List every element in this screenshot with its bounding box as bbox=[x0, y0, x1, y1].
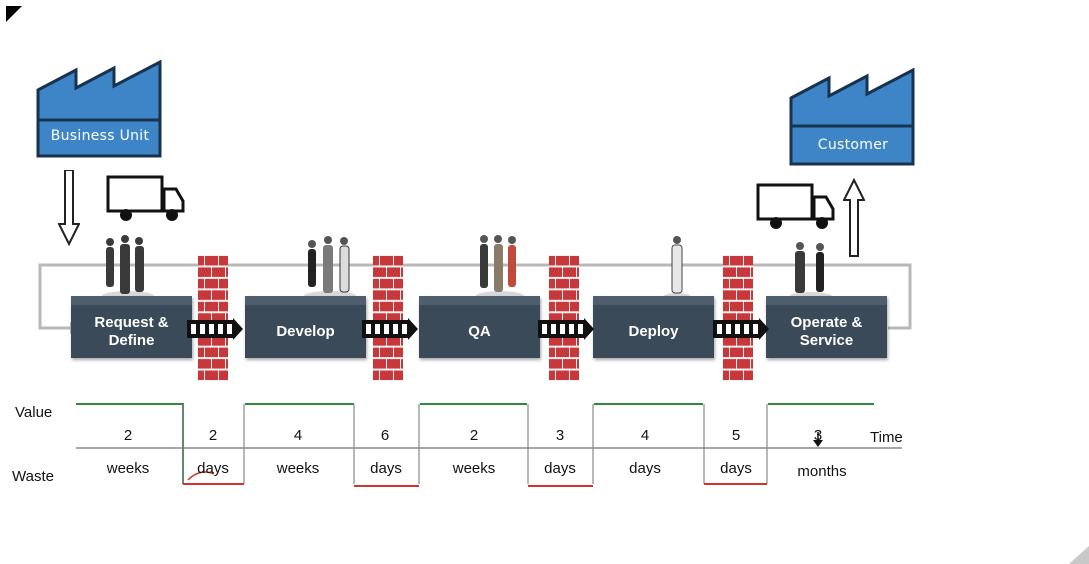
up-arrow-icon bbox=[843, 178, 865, 257]
process-step-request-define: Request &Define bbox=[71, 296, 192, 358]
truck-icon bbox=[106, 175, 185, 221]
step-label-line1: Develop bbox=[276, 322, 335, 340]
timeline-unit: weeks bbox=[276, 460, 320, 477]
person-icon bbox=[663, 236, 691, 301]
timeline-number: 2 bbox=[123, 427, 133, 444]
timeline-unit: months bbox=[797, 463, 847, 480]
timeline-unit: days bbox=[370, 460, 402, 477]
step-label-line1: QA bbox=[468, 322, 491, 340]
timeline-unit: weeks bbox=[452, 460, 496, 477]
handoff-arrow-icon bbox=[362, 318, 418, 340]
people-group-icon bbox=[102, 235, 154, 301]
factory-icon bbox=[789, 68, 915, 166]
brick-wall-icon bbox=[198, 255, 228, 381]
down-arrow-icon bbox=[58, 170, 80, 246]
brick-wall-icon bbox=[373, 255, 403, 381]
people-group-icon bbox=[789, 242, 833, 302]
timeline-unit: days bbox=[720, 460, 752, 477]
process-step-operate-service: Operate &Service bbox=[766, 296, 887, 358]
corner-marker-icon bbox=[6, 6, 22, 22]
timeline-number: 4 bbox=[293, 427, 303, 444]
handoff-arrow-icon bbox=[538, 318, 594, 340]
timeline-unit: days bbox=[197, 460, 229, 477]
business-unit-factory: Business Unit bbox=[36, 60, 164, 158]
customer-label: Customer bbox=[817, 137, 889, 153]
timeline-unit: days bbox=[629, 460, 661, 477]
step-label-line1: Deploy bbox=[628, 322, 679, 340]
process-step-develop: Develop bbox=[245, 296, 366, 358]
customer-factory: Customer bbox=[789, 68, 917, 166]
timeline-number: 2 bbox=[469, 427, 479, 444]
process-step-deploy: Deploy bbox=[593, 296, 714, 358]
handoff-arrow-icon bbox=[187, 318, 243, 340]
people-group-icon bbox=[304, 236, 356, 301]
factory-icon bbox=[36, 60, 162, 158]
timeline-number: 3 bbox=[555, 427, 565, 444]
brick-wall-icon bbox=[723, 255, 753, 381]
waste-row-label: Waste bbox=[12, 468, 54, 485]
timeline-unit: weeks bbox=[106, 460, 150, 477]
step-label-line2: Service bbox=[799, 331, 854, 349]
cursor-icon bbox=[813, 432, 823, 447]
business-unit-label: Business Unit bbox=[50, 128, 150, 144]
truck-icon bbox=[756, 183, 835, 229]
handoff-arrow-icon bbox=[713, 318, 769, 340]
resize-corner-icon bbox=[1069, 546, 1089, 564]
time-axis-label: Time bbox=[870, 429, 903, 446]
people-group-icon bbox=[476, 235, 524, 301]
timeline-unit: days bbox=[544, 460, 576, 477]
step-label-line2: Define bbox=[108, 331, 155, 349]
step-label-line1: Operate & bbox=[790, 313, 863, 331]
timeline-number: 6 bbox=[380, 427, 390, 444]
timeline-number: 2 bbox=[208, 427, 218, 444]
timeline-number: 4 bbox=[640, 427, 650, 444]
step-label-line1: Request & bbox=[94, 313, 169, 331]
process-step-qa: QA bbox=[419, 296, 540, 358]
value-row-label: Value bbox=[15, 404, 53, 421]
timeline-number: 5 bbox=[731, 427, 741, 444]
